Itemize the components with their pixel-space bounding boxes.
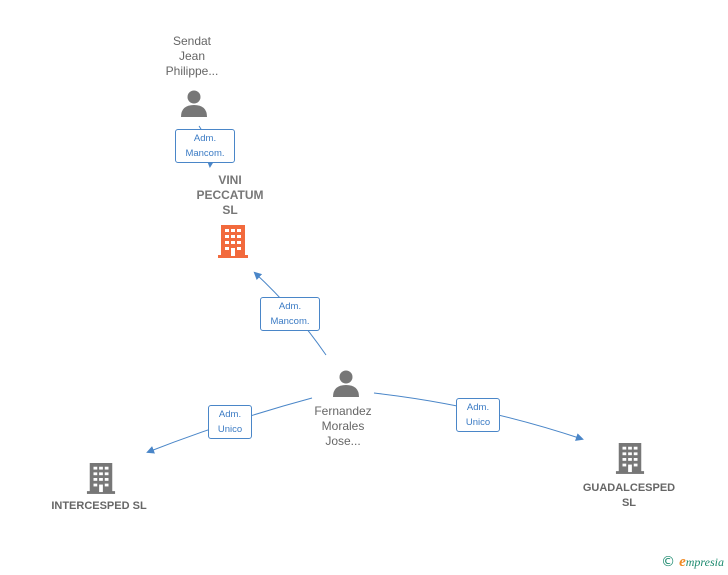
company-name-guadalcesped[interactable]: GUADALCESPED SL [582,482,676,509]
relation-badge-fernandez-vini[interactable]: Adm. Mancom. [260,297,320,331]
copyright-icon: © [661,554,676,570]
building-icon[interactable] [217,224,249,258]
person-name-sendat[interactable]: Sendat Jean Philippe... [165,34,219,78]
company-name-intercesped[interactable]: INTERCESPED SL [51,500,147,512]
brand-logo[interactable]: ©empresia [661,554,724,570]
company-name-vini-peccatum[interactable]: VINI PECCATUM SL [196,173,264,217]
person-icon[interactable] [331,368,361,398]
person-name-fernandez[interactable]: Fernandez Morales Jose... [314,404,372,448]
building-icon[interactable] [86,461,116,495]
person-icon[interactable] [179,88,209,118]
relation-badge-sendat-vini[interactable]: Adm. Mancom. [175,129,235,163]
relation-badge-fernandez-guadalcesped[interactable]: Adm. Unico [456,398,500,432]
building-icon[interactable] [615,441,645,475]
relation-badge-fernandez-intercesped[interactable]: Adm. Unico [208,405,252,439]
